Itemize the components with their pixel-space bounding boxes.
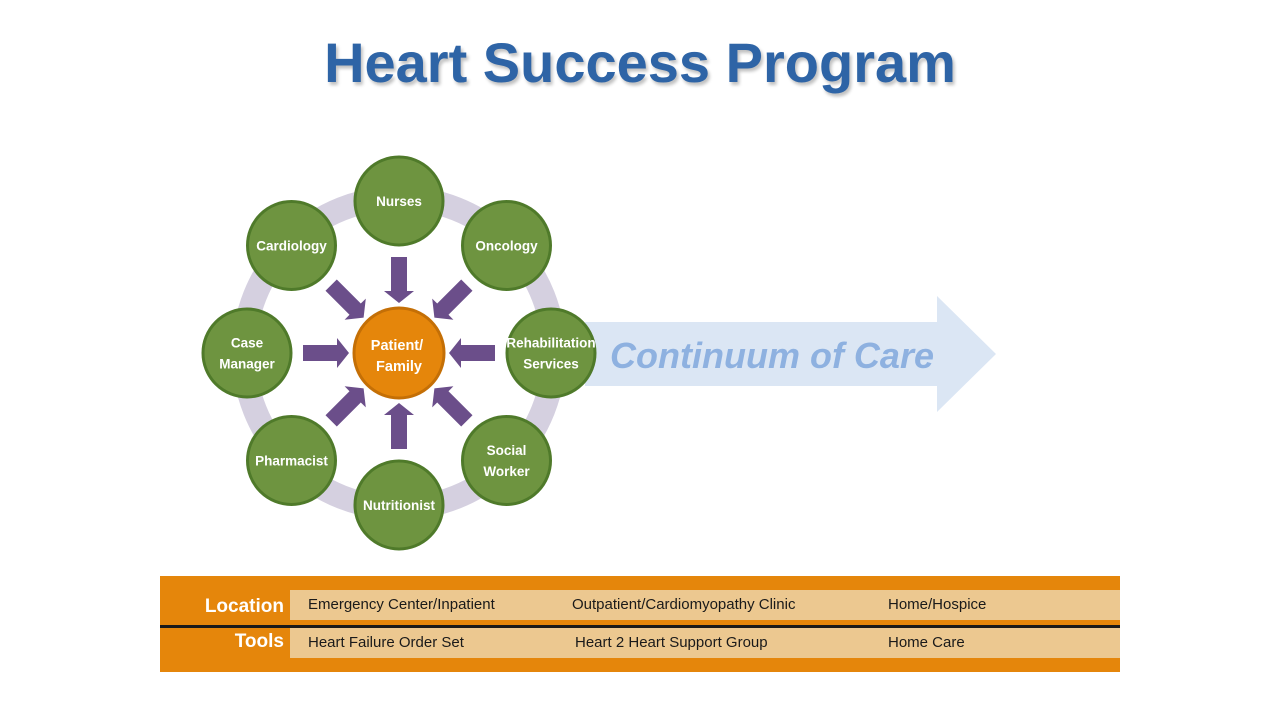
node-circle-case-manager — [201, 307, 293, 399]
node-cardiology: Cardiology — [246, 200, 337, 291]
spoke-arrows — [303, 257, 495, 449]
care-team-diagram: Continuum of Care NursesOncologyRehabili… — [201, 155, 996, 551]
node-label-oncology: Oncology — [475, 239, 538, 254]
node-label-nurses-line1: Nurses — [376, 194, 422, 209]
node-pharmacist: Pharmacist — [246, 415, 337, 506]
spoke-arrow-social-worker — [432, 386, 473, 427]
node-circle-nutritionist — [353, 459, 445, 551]
center-node: Patient/ Family — [352, 306, 446, 400]
table-divider — [160, 625, 1120, 628]
center-node-line2: Family — [376, 359, 422, 375]
continuum-table: Location Emergency Center/Inpatient Outp… — [160, 576, 1120, 672]
tools-row-label: Tools — [234, 631, 284, 652]
tools-cell-3: Home Care — [888, 634, 965, 651]
location-cell-2: Outpatient/Cardiomyopathy Clinic — [572, 596, 796, 613]
node-nutritionist: Nutritionist — [353, 459, 445, 551]
node-circle-cardiology — [246, 200, 337, 291]
node-label-case-manager-line2: Manager — [219, 357, 275, 372]
node-label-nutritionist: Nutritionist — [363, 498, 435, 513]
center-node-label: Patient/ Family — [371, 338, 427, 375]
tools-cell-2: Heart 2 Heart Support Group — [575, 634, 768, 651]
node-label-oncology-line1: Oncology — [475, 239, 538, 254]
spoke-arrow-case-manager — [303, 338, 349, 368]
location-row-label: Location — [204, 596, 284, 617]
spoke-arrow-pharmacist — [325, 386, 366, 427]
node-label-nutritionist-line1: Nutritionist — [363, 498, 435, 513]
spoke-arrow-nutritionist — [384, 403, 414, 449]
tools-row: Heart Failure Order Set Heart 2 Heart Su… — [290, 628, 1120, 658]
node-oncology: Oncology — [461, 200, 552, 291]
node-label-rehabilitation-line1: Rehabilitation — [506, 336, 595, 351]
tools-cell-1: Heart Failure Order Set — [308, 634, 464, 651]
node-label-social-worker-line1: Social — [487, 443, 527, 458]
node-label-social-worker-line2: Worker — [483, 464, 530, 479]
spoke-arrow-oncology — [432, 279, 473, 320]
node-circle-pharmacist — [246, 415, 337, 506]
continuum-arrow-label: Continuum of Care — [610, 335, 934, 376]
node-label-case-manager-line1: Case — [231, 336, 264, 351]
node-circle-rehabilitation — [505, 307, 597, 399]
center-node-line1: Patient/ — [371, 338, 423, 354]
node-label-rehabilitation-line2: Services — [523, 357, 579, 372]
node-label-pharmacist: Pharmacist — [255, 454, 328, 469]
node-circle-nurses — [353, 155, 445, 247]
center-node-circle — [352, 306, 446, 400]
node-label-pharmacist-line1: Pharmacist — [255, 454, 328, 469]
node-nurses: Nurses — [353, 155, 445, 247]
node-circle-social-worker — [461, 415, 552, 506]
location-cell-3: Home/Hospice — [888, 596, 987, 613]
spoke-arrow-cardiology — [325, 279, 366, 320]
page-title: Heart Success Program — [324, 31, 956, 94]
node-label-nurses: Nurses — [376, 194, 422, 209]
node-circle-oncology — [461, 200, 552, 291]
spoke-arrow-nurses — [384, 257, 414, 303]
node-label-cardiology: Cardiology — [256, 239, 327, 254]
location-row: Emergency Center/Inpatient Outpatient/Ca… — [290, 590, 1120, 620]
spoke-arrow-rehabilitation — [449, 338, 495, 368]
continuum-arrow — [585, 296, 996, 412]
node-label-cardiology-line1: Cardiology — [256, 239, 327, 254]
location-cell-1: Emergency Center/Inpatient — [308, 596, 495, 613]
